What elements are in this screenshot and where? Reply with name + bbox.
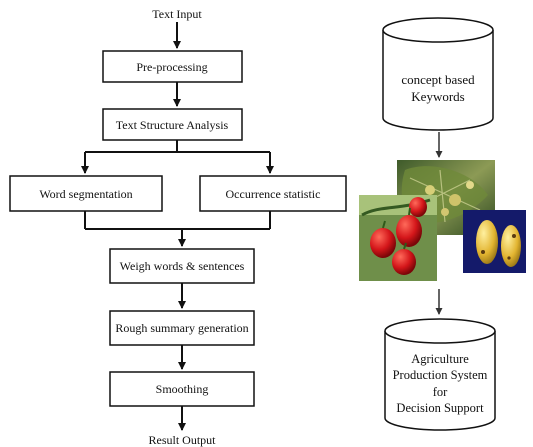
decision-db-line4: Decision Support: [396, 401, 484, 415]
word-segmentation-label: Word segmentation: [39, 187, 132, 201]
red-peppers-image: [359, 195, 437, 281]
result-output-label: Result Output: [148, 433, 216, 447]
decision-db-line1: Agriculture: [411, 352, 469, 366]
preprocessing-box: Pre-processing: [102, 50, 243, 83]
keywords-database-cylinder: concept based Keywords: [382, 17, 494, 131]
word-segmentation-box: Word segmentation: [9, 175, 163, 212]
weigh-words-label: Weigh words & sentences: [120, 259, 245, 273]
split-connector: [81, 140, 274, 174]
rough-summary-label: Rough summary generation: [115, 321, 248, 335]
rough-summary-box: Rough summary generation: [109, 310, 255, 346]
smoothing-label: Smoothing: [156, 382, 209, 396]
weigh-words-box: Weigh words & sentences: [109, 248, 255, 284]
occurrence-statistic-box: Occurrence statistic: [199, 175, 347, 212]
structure-analysis-box: Text Structure Analysis: [102, 108, 243, 141]
structure-analysis-label: Text Structure Analysis: [116, 118, 229, 132]
decision-db-line3: for: [433, 385, 448, 399]
keywords-db-line2: Keywords: [411, 89, 464, 104]
decision-support-database-cylinder: Agriculture Production System for Decisi…: [384, 318, 496, 431]
merge-connector: [84, 211, 271, 247]
decision-db-line2: Production System: [393, 368, 488, 382]
papaya-fruit-image: [463, 210, 526, 273]
text-input-label: Text Input: [152, 7, 202, 21]
preprocessing-label: Pre-processing: [136, 60, 207, 74]
keywords-db-line1: concept based: [401, 72, 475, 87]
smoothing-box: Smoothing: [109, 371, 255, 407]
occurrence-statistic-label: Occurrence statistic: [226, 187, 321, 201]
